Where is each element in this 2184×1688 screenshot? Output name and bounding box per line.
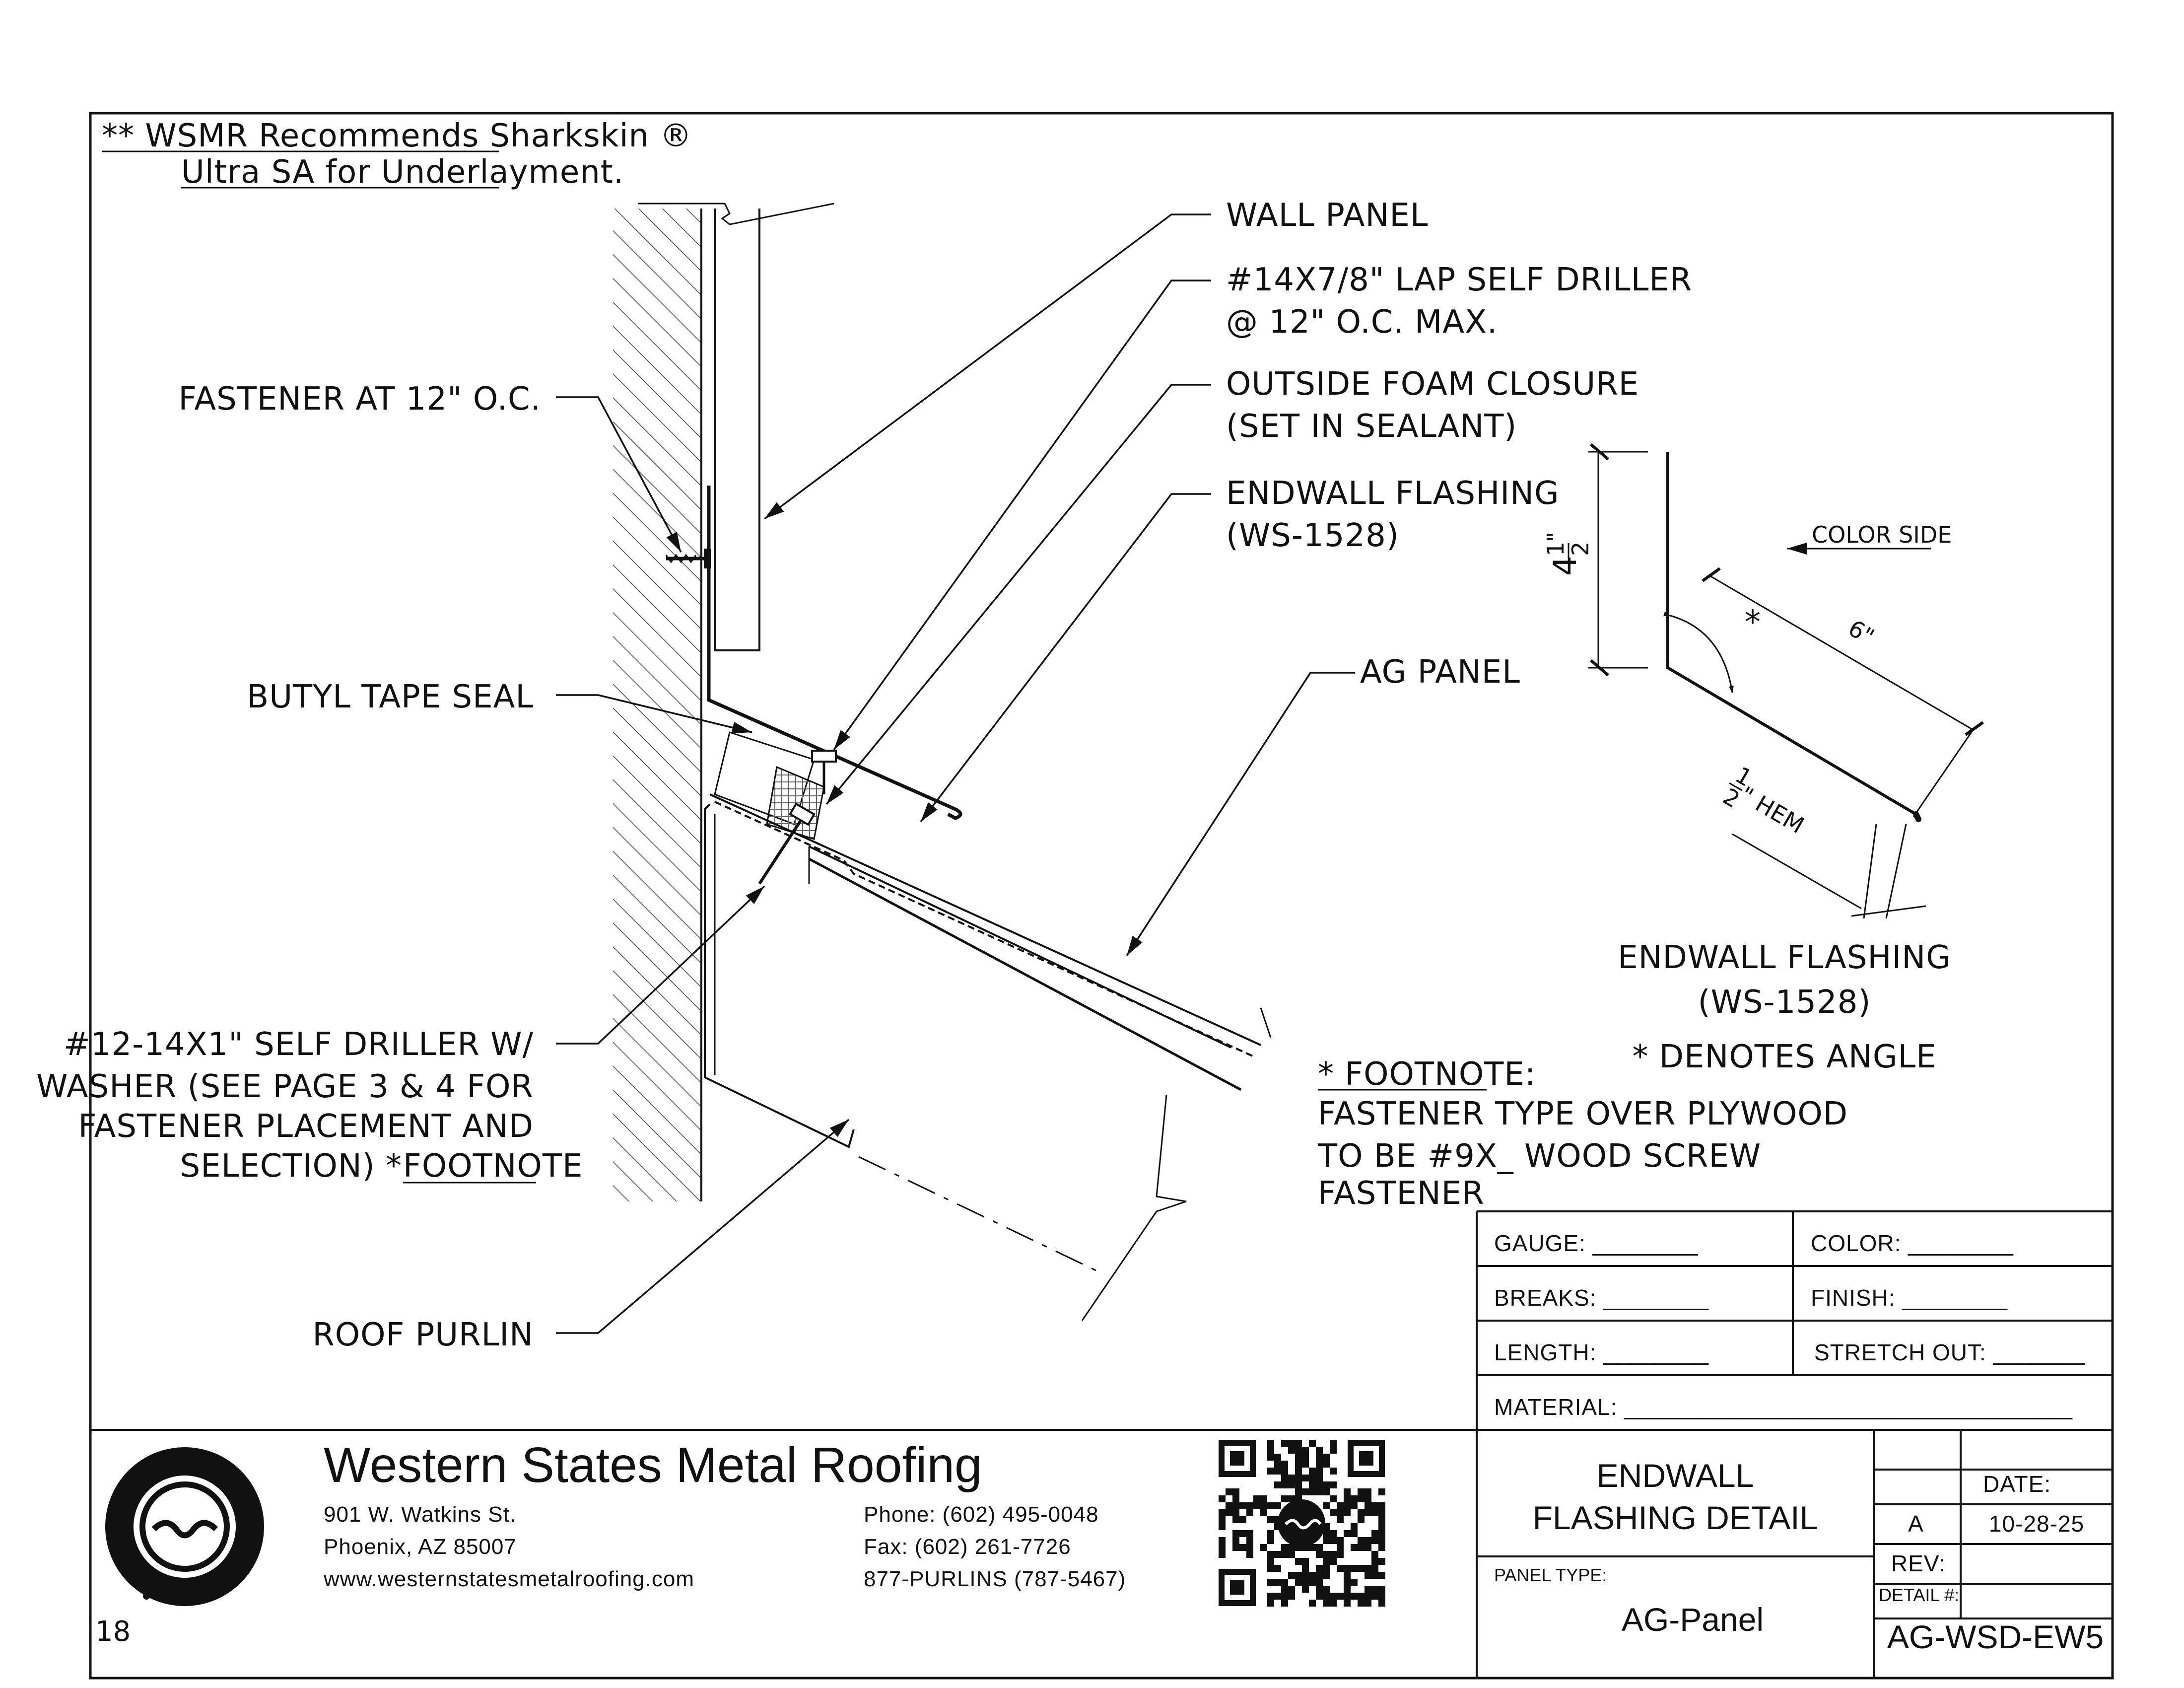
spec-fields: GAUGE: ________ COLOR: ________ BREAKS: … bbox=[1494, 1230, 2086, 1420]
company-website: www.westernstatesmetalroofing.com bbox=[323, 1567, 694, 1591]
label-roof-purlin: ROOF PURLIN bbox=[312, 1317, 534, 1353]
date-value: 10-28-25 bbox=[1989, 1511, 2084, 1537]
label-endwall-2: (WS-1528) bbox=[1226, 517, 1399, 554]
dim-height: 4 1 2 " bbox=[1542, 532, 1594, 576]
svg-text:": " bbox=[1542, 532, 1569, 542]
company-address-1: 901 W. Watkins St. bbox=[324, 1502, 516, 1527]
svg-text:" HEM: " HEM bbox=[1735, 781, 1808, 839]
rev-letter: A bbox=[1908, 1511, 1924, 1537]
company-tollfree: 877-PURLINS (787-5467) bbox=[864, 1567, 1126, 1591]
panel-type-value: AG-Panel bbox=[1622, 1601, 1764, 1638]
label-driller-1: #12-14X1" SELF DRILLER W/ bbox=[64, 1026, 534, 1063]
ag-panel-shape bbox=[709, 793, 1272, 1091]
svg-text:4: 4 bbox=[1547, 555, 1584, 576]
footnote: * FOOTNOTE: FASTENER TYPE OVER PLYWOOD T… bbox=[1317, 1056, 1848, 1212]
label-foam-2: (SET IN SEALANT) bbox=[1226, 408, 1517, 445]
lap-screw bbox=[811, 750, 837, 794]
note-line-2: Ultra SA for Underlayment. bbox=[181, 154, 624, 191]
title-block-text: ENDWALL FLASHING DETAIL PANEL TYPE: AG-P… bbox=[1494, 1457, 2104, 1655]
wall-panel-shape bbox=[714, 209, 760, 651]
angle-arc bbox=[1663, 611, 1734, 693]
date-label: DATE: bbox=[1983, 1471, 2051, 1497]
label-driller-2: WASHER (SEE PAGE 3 & 4 FOR bbox=[36, 1068, 534, 1105]
label-lap-driller-2: @ 12" O.C. MAX. bbox=[1226, 304, 1498, 341]
company-logo: WESTERN STATES METAL ROOFING bbox=[105, 1447, 264, 1606]
rev-label: REV: bbox=[1891, 1550, 1946, 1576]
endwall-flashing-shape bbox=[707, 486, 962, 820]
company-fax: Fax: (602) 261-7726 bbox=[864, 1535, 1071, 1559]
angle-mark: * bbox=[1745, 604, 1761, 641]
footnote-heading: * FOOTNOTE: bbox=[1318, 1056, 1536, 1093]
label-butyl: BUTYL TAPE SEAL bbox=[247, 679, 534, 715]
title-block bbox=[1477, 1430, 2113, 1678]
profile-title-1: ENDWALL FLASHING bbox=[1618, 939, 1951, 976]
detail-title-2: FLASHING DETAIL bbox=[1533, 1499, 1818, 1536]
profile-title-2: (WS-1528) bbox=[1698, 984, 1871, 1021]
footnote-line-1: FASTENER TYPE OVER PLYWOOD bbox=[1318, 1096, 1848, 1132]
dim-hem: 1 2 " HEM bbox=[1718, 761, 1809, 839]
leader-lines bbox=[556, 213, 1355, 1334]
note-line-1: ** WSMR Recommends Sharkskin ® bbox=[102, 118, 692, 154]
sheet-border bbox=[89, 112, 2114, 1680]
field-color: COLOR: ________ bbox=[1811, 1230, 2014, 1256]
field-breaks: BREAKS: ________ bbox=[1494, 1285, 1709, 1311]
company-name: Western States Metal Roofing bbox=[324, 1437, 982, 1493]
detail-title-1: ENDWALL bbox=[1597, 1457, 1754, 1494]
profile-shape bbox=[1666, 452, 1917, 816]
footnote-line-2: TO BE #9X_ WOOD SCREW bbox=[1317, 1138, 1761, 1175]
underlayment-note: ** WSMR Recommends Sharkskin ® Ultra SA … bbox=[102, 118, 692, 191]
wall-fastener bbox=[665, 549, 711, 568]
panel-screw bbox=[758, 802, 816, 885]
detail-number: AG-WSD-EW5 bbox=[1887, 1618, 2104, 1655]
label-driller-footnote: FOOTNOTE bbox=[403, 1148, 583, 1185]
label-endwall-1: ENDWALL FLASHING bbox=[1226, 475, 1560, 512]
panel-type-label: PANEL TYPE: bbox=[1494, 1565, 1607, 1585]
company-phone: Phone: (602) 495-0048 bbox=[864, 1502, 1099, 1527]
field-material: MATERIAL: ______________________________… bbox=[1494, 1394, 2073, 1420]
label-fastener: FASTENER AT 12" O.C. bbox=[178, 381, 541, 418]
flashing-profile: 4 1 2 " 6" * COLOR SIDE 1 2 " HEM ENDWAL… bbox=[1542, 443, 1984, 1075]
label-driller-3: FASTENER PLACEMENT AND bbox=[78, 1108, 534, 1145]
endwall-section-detail bbox=[613, 203, 1272, 1321]
svg-text:2: 2 bbox=[1567, 542, 1594, 556]
wall-hatch bbox=[613, 209, 701, 1201]
field-length: LENGTH: ________ bbox=[1494, 1339, 1709, 1365]
label-driller-4: SELECTION) * bbox=[180, 1148, 402, 1185]
detail-number-label: DETAIL #: bbox=[1879, 1585, 1959, 1605]
footnote-line-3: FASTENER bbox=[1318, 1175, 1485, 1212]
spec-table bbox=[90, 1210, 2113, 1678]
dim-length: 6" bbox=[1844, 615, 1879, 650]
label-lap-driller-1: #14X7/8" LAP SELF DRILLER bbox=[1226, 262, 1692, 298]
denotes-angle: * DENOTES ANGLE bbox=[1632, 1039, 1936, 1075]
label-foam-1: OUTSIDE FOAM CLOSURE bbox=[1226, 366, 1639, 403]
color-side-label: COLOR SIDE bbox=[1812, 521, 1952, 548]
field-finish: FINISH: ________ bbox=[1811, 1285, 2008, 1311]
company-address-2: Phoenix, AZ 85007 bbox=[324, 1535, 517, 1559]
label-wall-panel: WALL PANEL bbox=[1226, 197, 1428, 234]
field-gauge: GAUGE: ________ bbox=[1494, 1230, 1699, 1256]
profile-hem bbox=[1913, 811, 1921, 822]
qr-code bbox=[1216, 1437, 1387, 1609]
svg-text:1: 1 bbox=[1542, 542, 1569, 556]
page-number: 18 bbox=[95, 1616, 131, 1648]
label-ag-panel: AG PANEL bbox=[1360, 654, 1520, 691]
field-stretch-out: STRETCH OUT: _______ bbox=[1814, 1339, 2086, 1365]
callout-labels: WALL PANEL #14X7/8" LAP SELF DRILLER @ 1… bbox=[36, 197, 1692, 1353]
roof-purlin-shape bbox=[704, 803, 1187, 1321]
